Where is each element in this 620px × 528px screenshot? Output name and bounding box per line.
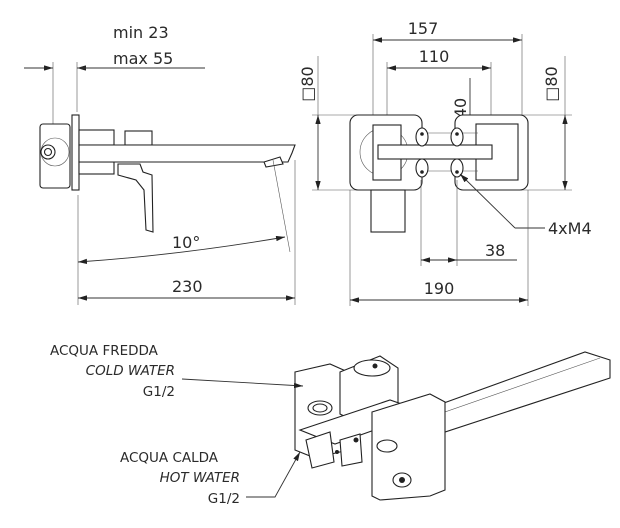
spout-angle-label: 10° (172, 233, 200, 252)
hot-label-en: HOT WATER (160, 470, 240, 486)
cold-label-en: COLD WATER (86, 363, 175, 379)
cold-water-callout: ACQUA FREDDA COLD WATER G1/2 (50, 343, 304, 400)
hot-thread-label: G1/2 (208, 491, 240, 507)
vertical-offset-label: 40 (451, 98, 470, 118)
isometric-view: ACQUA FREDDA COLD WATER G1/2 ACQUA CALDA… (50, 343, 611, 507)
hot-water-callout: ACQUA CALDA HOT WATER G1/2 (120, 450, 301, 507)
side-faucet-body (39, 114, 296, 233)
overall-width-label: 190 (424, 279, 455, 298)
total-projection-label: 230 (172, 277, 203, 296)
screw-spacing-label: 38 (485, 241, 505, 260)
front-view: 157 110 40 □80 □80 (298, 19, 592, 306)
screws-label: 4xM4 (548, 219, 592, 238)
wall-depth-min-label: min 23 (113, 23, 169, 42)
wall-depth-max-label: max 55 (113, 49, 173, 68)
plate-width-label: 157 (408, 19, 439, 38)
cold-thread-label: G1/2 (143, 384, 175, 400)
cold-label-it: ACQUA FREDDA (50, 343, 159, 359)
hot-label-it: ACQUA CALDA (120, 450, 219, 466)
right-plate-size-label: □80 (542, 66, 561, 101)
side-view: min 23 max 55 10° 230 (24, 23, 296, 305)
valve-spacing-label: 110 (419, 47, 450, 66)
front-faucet-body (349, 114, 529, 233)
isometric-faucet (294, 351, 611, 501)
left-plate-size-label: □80 (298, 66, 317, 101)
